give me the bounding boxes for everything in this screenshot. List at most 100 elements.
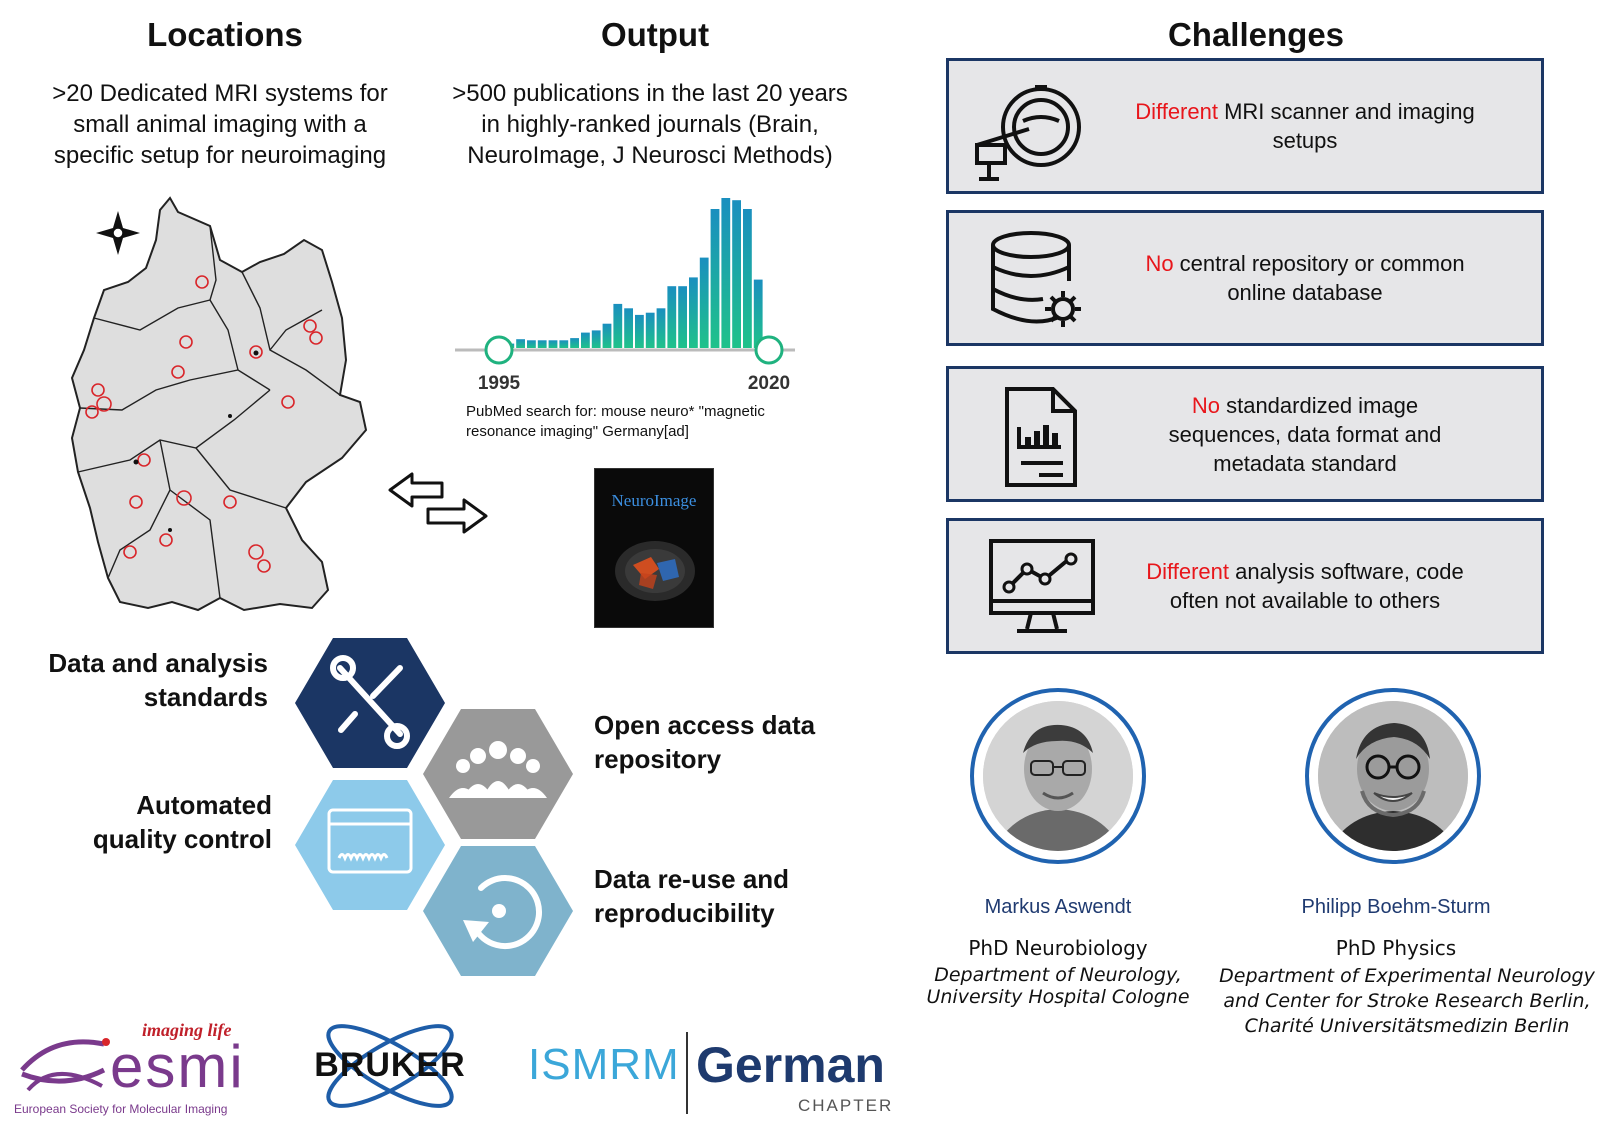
challenge-3-line-2: sequences, data format and	[1168, 421, 1442, 447]
bar-1999	[537, 340, 547, 348]
hex-repository	[423, 709, 573, 839]
challenge-text-repository: No central repository or common online d…	[1089, 213, 1521, 343]
affiliation-2-line-2: and Center for Stroke Research Berlin,	[1223, 990, 1591, 1012]
bar-2007	[624, 308, 633, 348]
esmi-wordmark: esmi	[110, 1033, 245, 1100]
x-tick-label-start: 1995	[478, 373, 521, 394]
label-data-analysis-standards: Data and analysis standards	[10, 646, 268, 714]
affiliation-2-line-1: Department of Experimental Neurology	[1219, 965, 1595, 987]
bruker-atom-icon	[326, 1024, 454, 1108]
label-standards-line-1: Data and analysis	[48, 648, 268, 678]
monitor-chart-icon	[989, 539, 1095, 633]
bar-2015	[710, 209, 720, 348]
bar-2005	[602, 323, 612, 348]
person-degree-2: PhD Physics	[1335, 936, 1457, 960]
browser-window-icon	[327, 808, 413, 874]
bar-1998	[527, 340, 536, 348]
label-quality-line-2: quality control	[92, 824, 272, 854]
affiliation-1-line-1: Department of Neurology,	[934, 964, 1182, 986]
bar-2013	[689, 277, 698, 348]
affiliation-1-line-2: University Hospital Cologne	[926, 986, 1190, 1008]
challenge-text-scanner: Different MRI scanner and imaging setups	[1089, 61, 1521, 191]
locations-line-1: >20 Dedicated MRI systems for	[52, 80, 388, 107]
locations-title: Locations	[147, 16, 303, 53]
challenges-title: Challenges	[1167, 16, 1345, 53]
document-chart-icon	[1005, 387, 1077, 487]
bar-2002	[570, 338, 579, 348]
bar-2010	[656, 308, 666, 348]
output-line-1: >500 publications in the last 20 years	[452, 80, 848, 107]
esmi-tagline: imaging life	[142, 1020, 232, 1040]
output-description: >500 publications in the last 20 years i…	[420, 78, 880, 171]
avatar-philipp-boehm-sturm	[1305, 688, 1481, 864]
label-open-access-repository: Open access data repository	[594, 708, 894, 776]
ismrm-german-chapter-logo: ISMRM German CHAPTER	[528, 1030, 898, 1120]
pubmed-query-line-1: PubMed search for: mouse neuro* "magneti…	[466, 403, 765, 420]
person-name-2: Philipp Boehm-Sturm	[1301, 896, 1491, 918]
logo-divider	[686, 1032, 688, 1114]
germany-map	[70, 196, 368, 612]
challenge-2-line-2: online database	[1227, 280, 1383, 305]
challenge-3-line-1: standardized image	[1219, 392, 1419, 418]
bar-2008	[635, 314, 644, 348]
hexagon-cluster	[295, 638, 573, 976]
ismrm-wordmark: ISMRM	[528, 1040, 680, 1089]
bar-2019	[753, 279, 763, 348]
challenge-text-software: Different analysis software, code often …	[1089, 521, 1521, 651]
bar-1997	[516, 339, 525, 348]
person-name-1: Markus Aswendt	[984, 896, 1132, 918]
timeline-start-handle	[484, 335, 514, 365]
german-wordmark: German	[696, 1037, 885, 1093]
challenge-2-highlight: No	[1145, 251, 1174, 276]
bar-2012	[678, 286, 687, 348]
output-line-2: in highly-ranked journals (Brain,	[481, 111, 819, 138]
bar-2004	[591, 330, 601, 348]
publications-chart: 1995 2020	[455, 198, 795, 394]
locations-description: >20 Dedicated MRI systems for small anim…	[10, 78, 430, 171]
label-quality-line-1: Automated	[136, 790, 272, 820]
bar-2009	[645, 312, 655, 348]
wrench-screwdriver-icon	[330, 655, 410, 749]
refresh-cycle-icon	[463, 875, 543, 950]
label-automated-quality-control: Automated quality control	[10, 788, 272, 856]
bar-2016	[721, 198, 731, 348]
locations-line-3: specific setup for neuroimaging	[53, 142, 387, 169]
bar-2014	[699, 257, 709, 348]
label-data-reuse: Data re-use and reproducibility	[594, 862, 894, 930]
person-degree-1: PhD Neurobiology	[968, 936, 1148, 960]
brain-scan-image	[615, 541, 695, 601]
challenge-2-line-1: central repository or common	[1173, 251, 1465, 276]
esmi-helix-icon	[20, 1038, 110, 1092]
challenge-box-standards: No standardized image sequences, data fo…	[946, 366, 1544, 502]
bruker-logo: BRUKER	[290, 1016, 490, 1116]
bar-2011	[667, 286, 677, 348]
esmi-full-name: European Society for Molecular Imaging	[14, 1102, 228, 1116]
output-title: Output	[600, 16, 710, 53]
bruker-wordmark: BRUKER	[314, 1046, 466, 1084]
person-affiliation-1: Department of Neurology, University Hosp…	[912, 964, 1204, 1008]
bar-2001	[559, 340, 569, 348]
label-reuse-line-2: reproducibility	[594, 898, 775, 928]
affiliation-2-line-3: Charité Universitätsmedizin Berlin	[1244, 1015, 1570, 1037]
journal-cover-title: NeuroImage	[611, 491, 697, 510]
locations-line-2: small animal imaging with a	[73, 111, 367, 138]
compass-icon	[96, 211, 140, 255]
pubmed-query: PubMed search for: mouse neuro* "magneti…	[466, 402, 826, 442]
neuroimage-journal-cover: NeuroImage	[594, 468, 714, 628]
challenge-3-highlight: No	[1191, 392, 1220, 418]
bar-2018	[743, 209, 752, 348]
bar-2003	[581, 332, 590, 348]
hex-quality-control	[295, 780, 445, 910]
challenge-text-standards: No standardized image sequences, data fo…	[1089, 369, 1521, 499]
output-line-3: NeuroImage, J Neurosci Methods)	[467, 142, 833, 169]
portrait-image	[983, 701, 1133, 851]
challenge-4-line-1: analysis software, code	[1228, 559, 1464, 584]
mri-scanner-icon	[975, 85, 1081, 181]
exchange-arrows-icon	[388, 472, 488, 534]
database-gear-icon	[991, 231, 1081, 327]
challenge-3-line-3: metadata standard	[1213, 450, 1397, 476]
portrait-image	[1318, 701, 1468, 851]
label-repository-line-2: repository	[594, 744, 722, 774]
challenge-box-scanner: Different MRI scanner and imaging setups	[946, 58, 1544, 194]
challenge-1-line-1: MRI scanner and imaging	[1217, 99, 1475, 124]
